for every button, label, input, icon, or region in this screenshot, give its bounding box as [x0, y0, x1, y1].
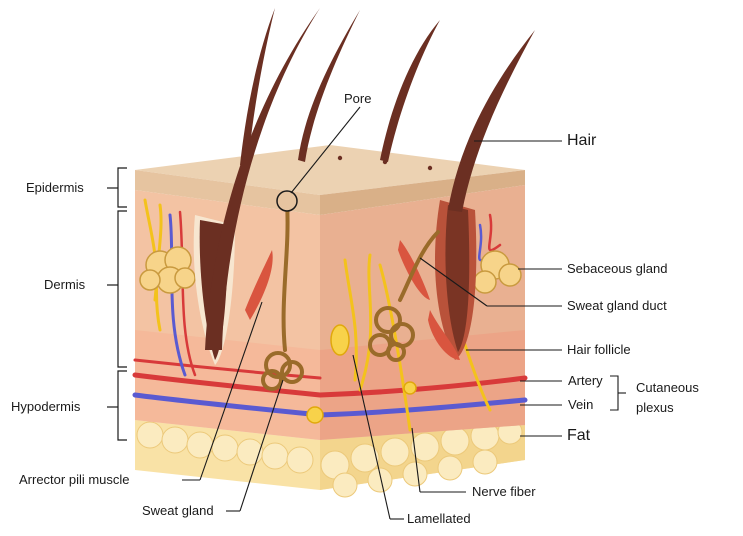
dermis-label: Dermis: [44, 277, 86, 292]
hair-shafts: [205, 8, 535, 350]
sebaceous-glands: [139, 246, 522, 294]
vein-label: Vein: [568, 397, 594, 412]
sweat-gland-duct-label: Sweat gland duct: [567, 298, 667, 313]
cutaneous-label: Cutaneous: [636, 380, 699, 395]
epidermis-label: Epidermis: [26, 180, 84, 195]
plexus-label: plexus: [636, 400, 674, 415]
artery-label: Artery: [568, 373, 603, 388]
hair-label: Hair: [567, 132, 597, 149]
arrector-pili-muscle-label: Arrector pili muscle: [19, 472, 130, 487]
sweat-gland-label: Sweat gland: [142, 503, 214, 518]
nerve-fiber-label: Nerve fiber: [472, 484, 536, 499]
sweat-glands: [261, 201, 440, 391]
lamellated-label: Lamellated: [407, 511, 471, 526]
layer-brackets: [107, 167, 127, 441]
leader-lines: [182, 106, 626, 520]
pore-label: Pore: [344, 91, 372, 106]
lamellated-corpuscles: [306, 324, 417, 424]
fat-layer: [135, 419, 525, 498]
hypodermis-label: Hypodermis: [11, 399, 81, 414]
sebaceous-gland-label: Sebaceous gland: [567, 261, 668, 276]
fat-label: Fat: [567, 427, 591, 444]
hair-follicle-label: Hair follicle: [567, 342, 631, 357]
pore-marker: [276, 190, 298, 212]
